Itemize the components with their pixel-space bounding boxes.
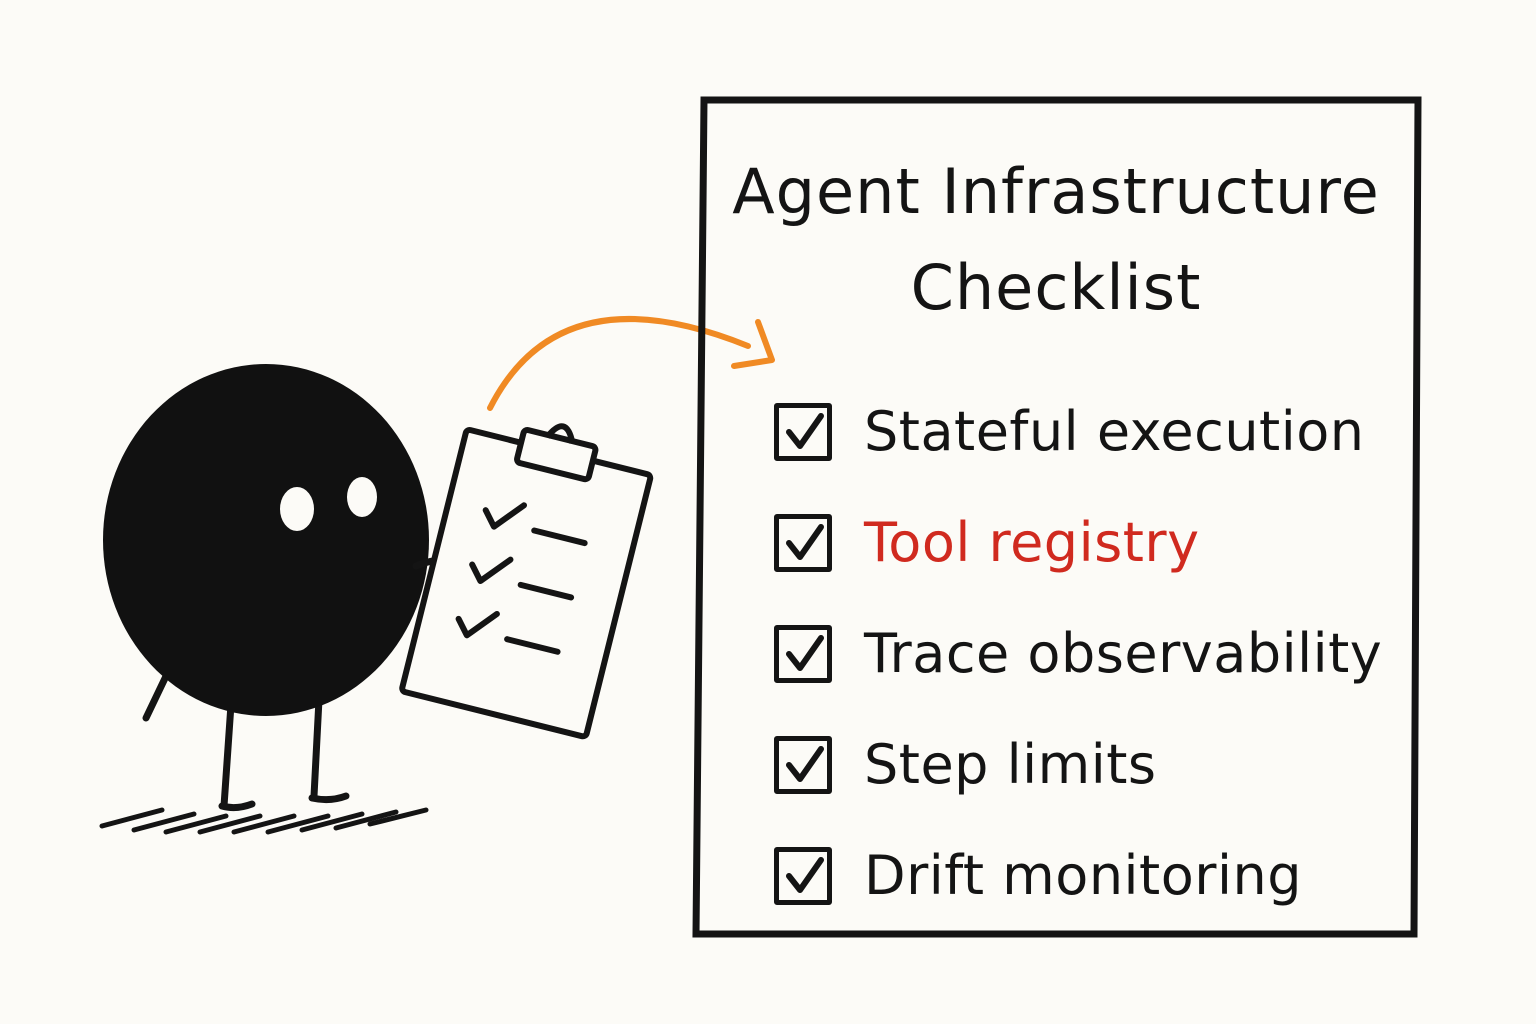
checklist-item-stateful-execution: Stateful execution <box>774 376 1382 487</box>
checklist-item-step-limits: Step limits <box>774 709 1382 820</box>
ground-hatching <box>99 807 429 835</box>
checklist-item-label: Tool registry <box>864 511 1200 574</box>
checklist-item-label: Drift monitoring <box>864 844 1302 907</box>
checklist-item-label: Step limits <box>864 733 1157 796</box>
checklist-item-trace-observability: Trace observability <box>774 598 1382 709</box>
checkbox[interactable] <box>774 735 832 794</box>
character-body <box>103 364 429 716</box>
checklist-item-label: Stateful execution <box>864 400 1365 463</box>
checkbox[interactable] <box>774 402 832 461</box>
checkbox[interactable] <box>774 846 832 905</box>
character-right-eye <box>347 477 377 517</box>
checklist-item-label: Trace observability <box>864 622 1383 685</box>
checklist-frame <box>692 96 1422 938</box>
checkmark-icon <box>786 745 824 782</box>
checklist-title: Agent Infrastructure Checklist <box>698 144 1414 336</box>
checklist-items: Stateful execution Tool registry Trace o… <box>774 376 1382 931</box>
checkbox[interactable] <box>774 624 832 683</box>
checkmark-icon <box>786 412 824 449</box>
checklist-panel: Agent Infrastructure Checklist Stateful … <box>698 98 1414 932</box>
checkbox[interactable] <box>774 513 832 572</box>
checkmark-icon <box>786 634 824 671</box>
title-line-2: Checklist <box>910 251 1202 324</box>
checkmark-icon <box>786 523 824 560</box>
checklist-item-drift-monitoring: Drift monitoring <box>774 820 1382 931</box>
clipboard-icon <box>399 423 654 740</box>
checklist-item-tool-registry: Tool registry <box>774 487 1382 598</box>
character-left-eye <box>280 487 314 531</box>
checkmark-icon <box>786 856 824 893</box>
title-line-1: Agent Infrastructure <box>732 155 1380 228</box>
